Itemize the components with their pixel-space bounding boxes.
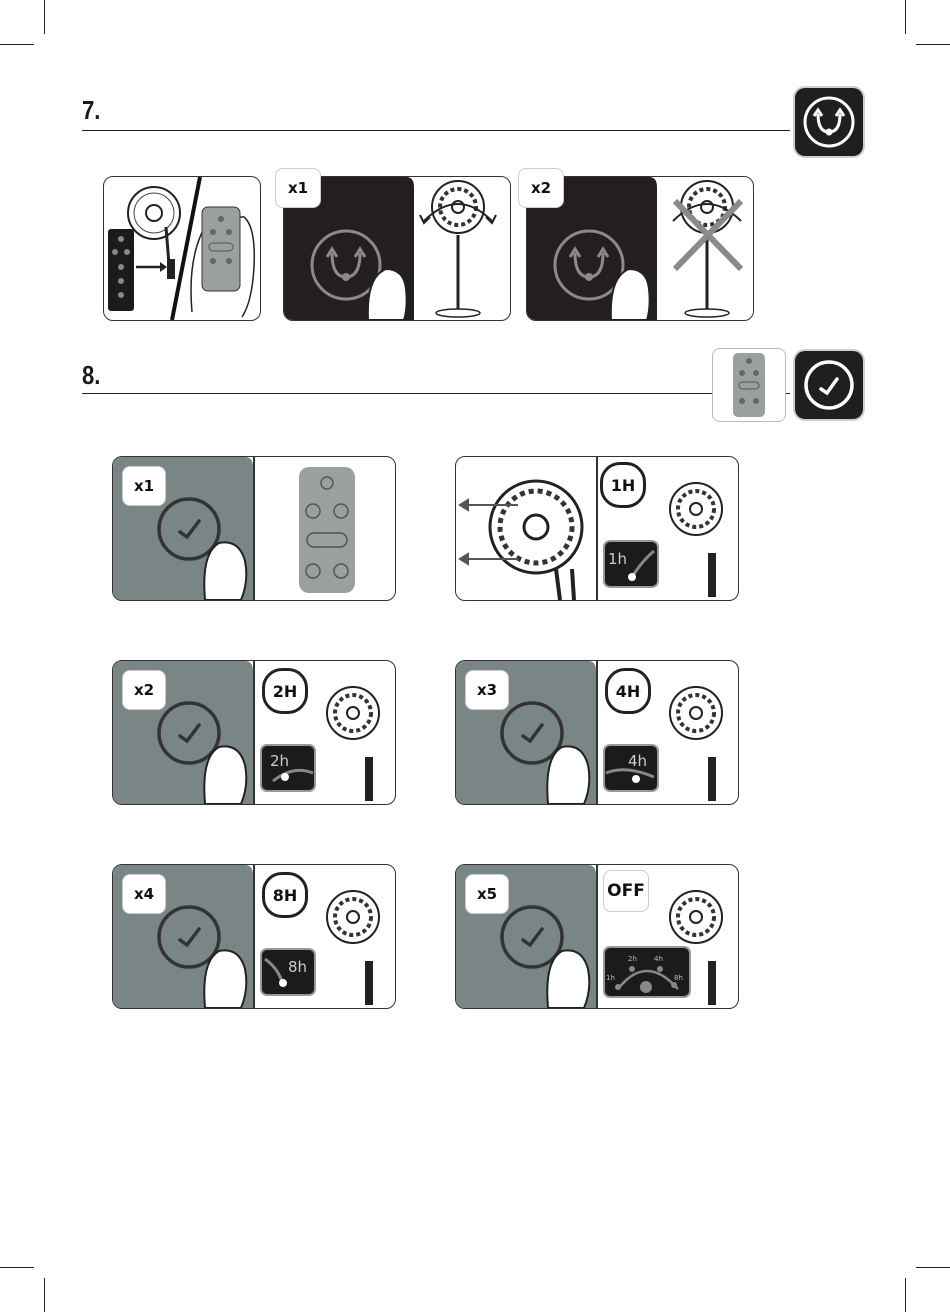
- timer-panel-1h: [455, 456, 739, 601]
- arc-label-4h: 4h: [654, 955, 663, 963]
- fan-icon: [670, 687, 722, 801]
- crop-mark: [44, 0, 45, 34]
- oscillation-button-icon: [795, 88, 863, 156]
- fan-icon: [420, 181, 496, 317]
- finger-icon: [547, 950, 589, 1008]
- remote-thumbnail: [712, 348, 786, 422]
- crop-mark: [905, 0, 906, 34]
- timer-label: 2H: [273, 682, 298, 701]
- display-value: 8h: [288, 958, 307, 976]
- finger-icon: [204, 542, 246, 600]
- timer-label: 8H: [273, 886, 298, 905]
- timer-clock-icon: [801, 357, 857, 413]
- step-number-8: 8.: [82, 360, 100, 391]
- timer-label-badge: 4H: [605, 668, 651, 714]
- fan-icon: [327, 687, 379, 801]
- timer-label: 1H: [611, 476, 636, 495]
- display-value: 4h: [628, 752, 647, 770]
- oscillation-panel-control-locations: [103, 176, 261, 321]
- oscillation-icon: [801, 94, 857, 150]
- step-8-rule: [82, 393, 790, 394]
- arc-label-2h: 2h: [628, 955, 637, 963]
- timer-label: OFF: [607, 881, 645, 901]
- crop-mark: [916, 44, 950, 45]
- finger-icon: [547, 746, 589, 804]
- fan-icon: [670, 483, 722, 597]
- finger-icon: [204, 950, 246, 1008]
- timer-label-badge: 1H: [600, 462, 646, 508]
- display-value: 2h: [270, 752, 289, 770]
- timer-label-badge: 8H: [262, 872, 308, 918]
- timer-label: 4H: [616, 682, 641, 701]
- press-badge: x3: [465, 670, 509, 710]
- remote-icon: [713, 349, 785, 421]
- finger-icon: [204, 746, 246, 804]
- crop-mark: [916, 1267, 950, 1268]
- press-badge: x1: [122, 466, 166, 506]
- arc-label-1h: 1h: [606, 974, 615, 982]
- press-badge: x5: [465, 874, 509, 914]
- press-badge: x1: [275, 168, 321, 208]
- remote-icon: [202, 207, 240, 291]
- press-badge: x2: [518, 168, 564, 208]
- press-badge: x4: [122, 874, 166, 914]
- crop-mark: [0, 44, 34, 45]
- timer-button-icon: [795, 351, 863, 419]
- remote-icon: [299, 467, 355, 593]
- arc-label-8h: 8h: [674, 974, 683, 982]
- crop-mark: [905, 1278, 906, 1312]
- press-badge: x2: [122, 670, 166, 710]
- fan-icon: [490, 481, 582, 600]
- fan-icon: [673, 181, 741, 317]
- step-7-rule: [82, 130, 790, 131]
- timer-label-badge: 2H: [262, 668, 308, 714]
- step-number-7: 7.: [82, 95, 100, 126]
- crop-mark: [0, 1267, 34, 1268]
- timer-off-badge: OFF: [603, 870, 649, 912]
- crop-mark: [44, 1278, 45, 1312]
- fan-icon: [327, 891, 379, 1005]
- display-value: 1h: [608, 550, 627, 568]
